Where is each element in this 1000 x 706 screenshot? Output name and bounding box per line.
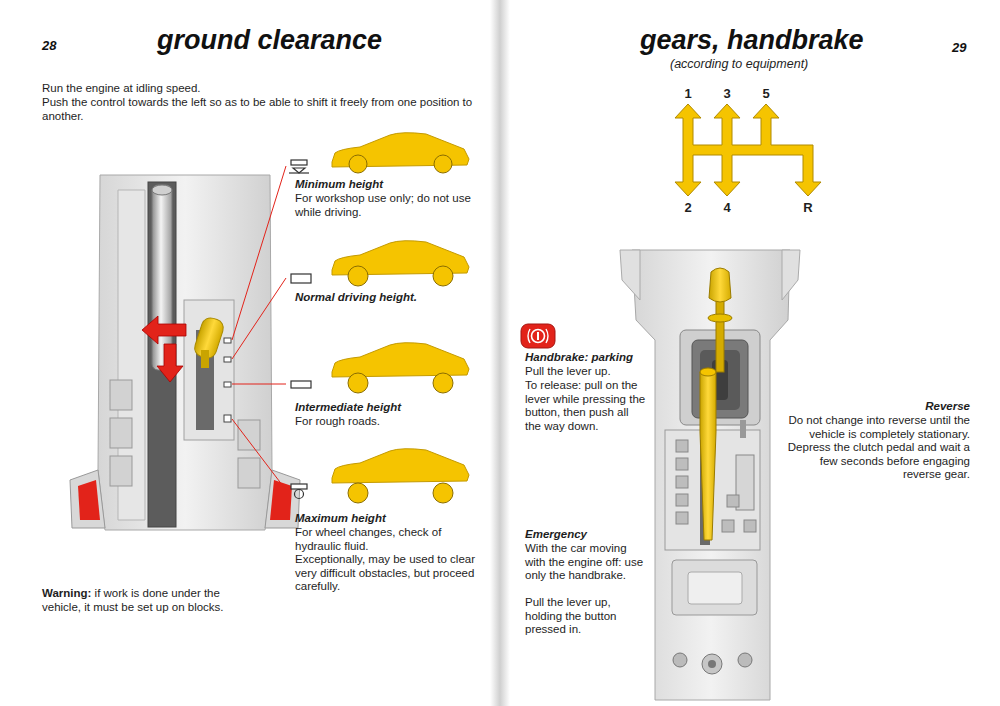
section-title: Emergency (525, 528, 655, 542)
height-title: Normal driving height. (295, 291, 485, 305)
section-text: To release: pull on the lever while pres… (525, 379, 647, 433)
section-title: Reverse (785, 400, 970, 414)
move-arrows (142, 316, 186, 382)
height-description: For wheel changes, check of hydraulic fl… (295, 526, 467, 553)
page-number: 29 (952, 40, 982, 56)
section-text: Pull the lever up. (525, 365, 655, 379)
page-heading: gears, handbrake (640, 24, 870, 56)
gear-number: 1 (678, 86, 698, 102)
height-description: Exceptionally, may be used to clear very… (295, 553, 493, 594)
section-text: Do not change into reverse until the veh… (785, 414, 970, 482)
gear-console (620, 250, 800, 700)
section-title: Handbrake: parking (525, 351, 665, 365)
handbrake-icon (521, 324, 555, 348)
height-control-console (70, 175, 300, 530)
car-minimum (332, 133, 469, 173)
gear-number: R (798, 200, 818, 216)
handbrake-lever (700, 368, 716, 540)
page-spine (490, 0, 510, 706)
page-number: 28 (42, 38, 82, 54)
section-text: With the car moving with the engine off:… (525, 542, 647, 583)
gear-number: 5 (756, 86, 776, 102)
warning-paragraph: Warning: if work is done under the vehic… (42, 587, 247, 614)
word-gap (91, 587, 94, 599)
page-subheading: (according to equipment) (670, 57, 830, 72)
leader-lines (232, 166, 286, 490)
height-description: For workshop use only; do not use while … (295, 192, 480, 219)
height-description: For rough roads. (295, 415, 485, 429)
car-intermediate (332, 343, 469, 393)
car-normal (332, 241, 469, 286)
gear-pattern (675, 104, 821, 196)
instruction-text: Push the control towards the left so as … (42, 96, 490, 123)
instruction-text: Run the engine at idling speed. (42, 82, 492, 96)
warning-note: Warning: (42, 587, 91, 599)
height-title: Intermediate height (295, 401, 485, 415)
height-title: Maximum height (295, 512, 485, 526)
page-heading: ground clearance (157, 24, 457, 56)
gear-number: 2 (678, 200, 698, 216)
height-title: Minimum height (295, 178, 485, 192)
section-text: Pull the lever up, holding the button pr… (525, 596, 647, 637)
gear-lever (708, 268, 732, 372)
gear-number: 3 (717, 86, 737, 102)
car-maximum (332, 449, 469, 503)
gear-number: 4 (717, 200, 737, 216)
